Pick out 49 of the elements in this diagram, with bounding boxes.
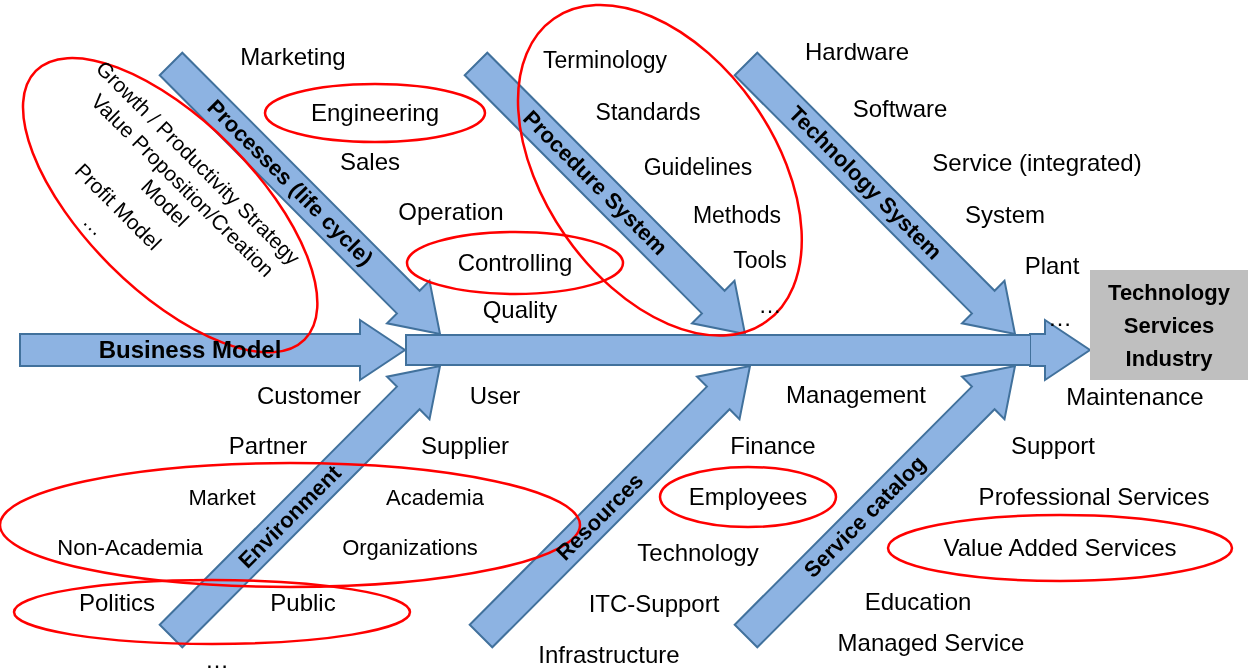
category-item: Partner [228, 432, 308, 460]
category-item: Infrastructure [538, 641, 680, 668]
category-item: Guidelines [643, 153, 753, 181]
category-item: Controlling [457, 249, 573, 277]
category-item: Value Added Services [943, 534, 1177, 562]
highlight-ellipse [888, 515, 1232, 581]
category-item: Non-Academia [57, 534, 203, 562]
category-item: Sales [340, 148, 400, 176]
effect-box: Technology Services Industry [1090, 270, 1248, 380]
arrow [158, 51, 442, 336]
category-item: … [77, 208, 111, 243]
category-item: Service (integrated) [932, 149, 1142, 177]
category-item: Managed Service [837, 629, 1025, 657]
category-item: Hardware [805, 38, 909, 66]
category-item: … [205, 646, 229, 668]
category-item: Maintenance [1066, 383, 1204, 411]
category-item: Support [1010, 432, 1096, 460]
highlight-ellipse [14, 580, 410, 644]
category-item: Finance [730, 432, 816, 460]
category-item: Academia [386, 484, 484, 512]
category-item: Plant [1024, 252, 1080, 280]
category-item: Employees [688, 483, 808, 511]
category-item: Public [270, 589, 336, 617]
category-item: Education [864, 588, 972, 616]
arrow [158, 364, 442, 649]
arrow [19, 318, 407, 382]
category-item: Customer [257, 382, 361, 410]
category-item: Supplier [420, 432, 510, 460]
category-item: ITC-Support [588, 590, 720, 618]
category-item: Operation [398, 198, 504, 226]
arrow [733, 364, 1017, 649]
category-item: Marketing [240, 43, 346, 71]
category-item: Engineering [310, 99, 440, 127]
arrow [463, 51, 747, 336]
category-item: Quality [482, 296, 558, 324]
category-item: User [469, 382, 521, 410]
category-item: System [965, 201, 1045, 229]
category-item: Tools [733, 246, 787, 274]
arrow [1029, 318, 1092, 382]
category-item: Organizations [342, 534, 478, 562]
category-item: Terminology [543, 46, 667, 74]
category-item: Politics [79, 589, 155, 617]
category-item: Professional Services [978, 483, 1210, 511]
category-item: … [758, 291, 782, 319]
category-item: … [1048, 304, 1072, 332]
arrow [733, 51, 1017, 336]
arrow [468, 364, 752, 649]
category-item: Management [785, 381, 927, 409]
category-item: Methods [692, 201, 782, 229]
